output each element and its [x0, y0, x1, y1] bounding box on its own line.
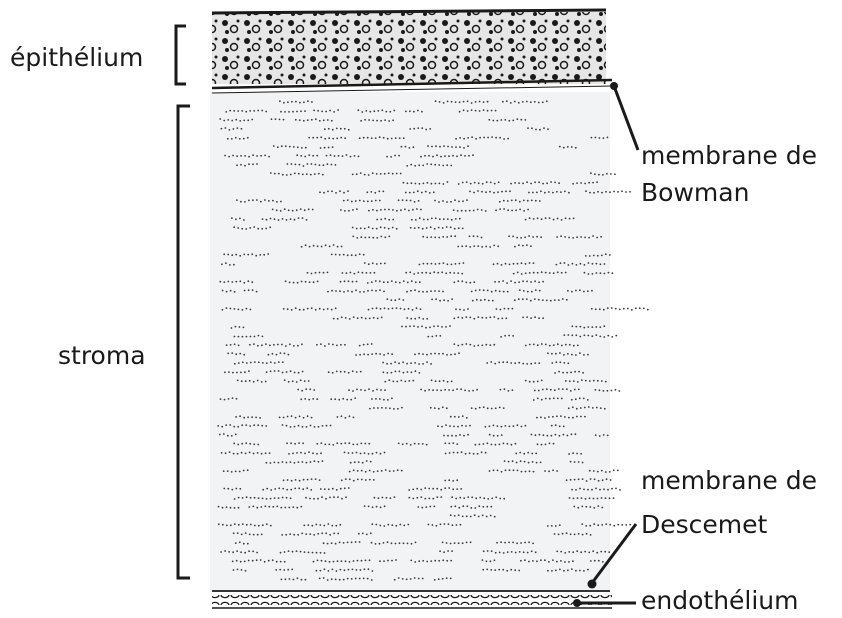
label-epithelium: épithélium	[10, 41, 143, 75]
label-bowman-line1: membrane de	[641, 139, 817, 173]
bowman-leader	[614, 86, 638, 150]
label-endothelium: endothélium	[641, 584, 799, 618]
descemet-leader-dot	[588, 580, 597, 589]
stroma-layer	[210, 92, 610, 592]
label-stroma: stroma	[58, 339, 146, 373]
label-descemet-line1: membrane de	[641, 464, 817, 498]
label-bowman-line2: Bowman	[641, 176, 749, 210]
endothelium-leader-dot	[573, 599, 581, 607]
endothelium-layer	[212, 595, 612, 605]
epithelium-layer	[212, 12, 606, 84]
stroma-bracket	[178, 106, 190, 578]
bowman-leader-dot	[610, 82, 618, 90]
label-descemet-line2: Descemet	[641, 508, 767, 542]
epithelium-bracket	[176, 26, 186, 84]
